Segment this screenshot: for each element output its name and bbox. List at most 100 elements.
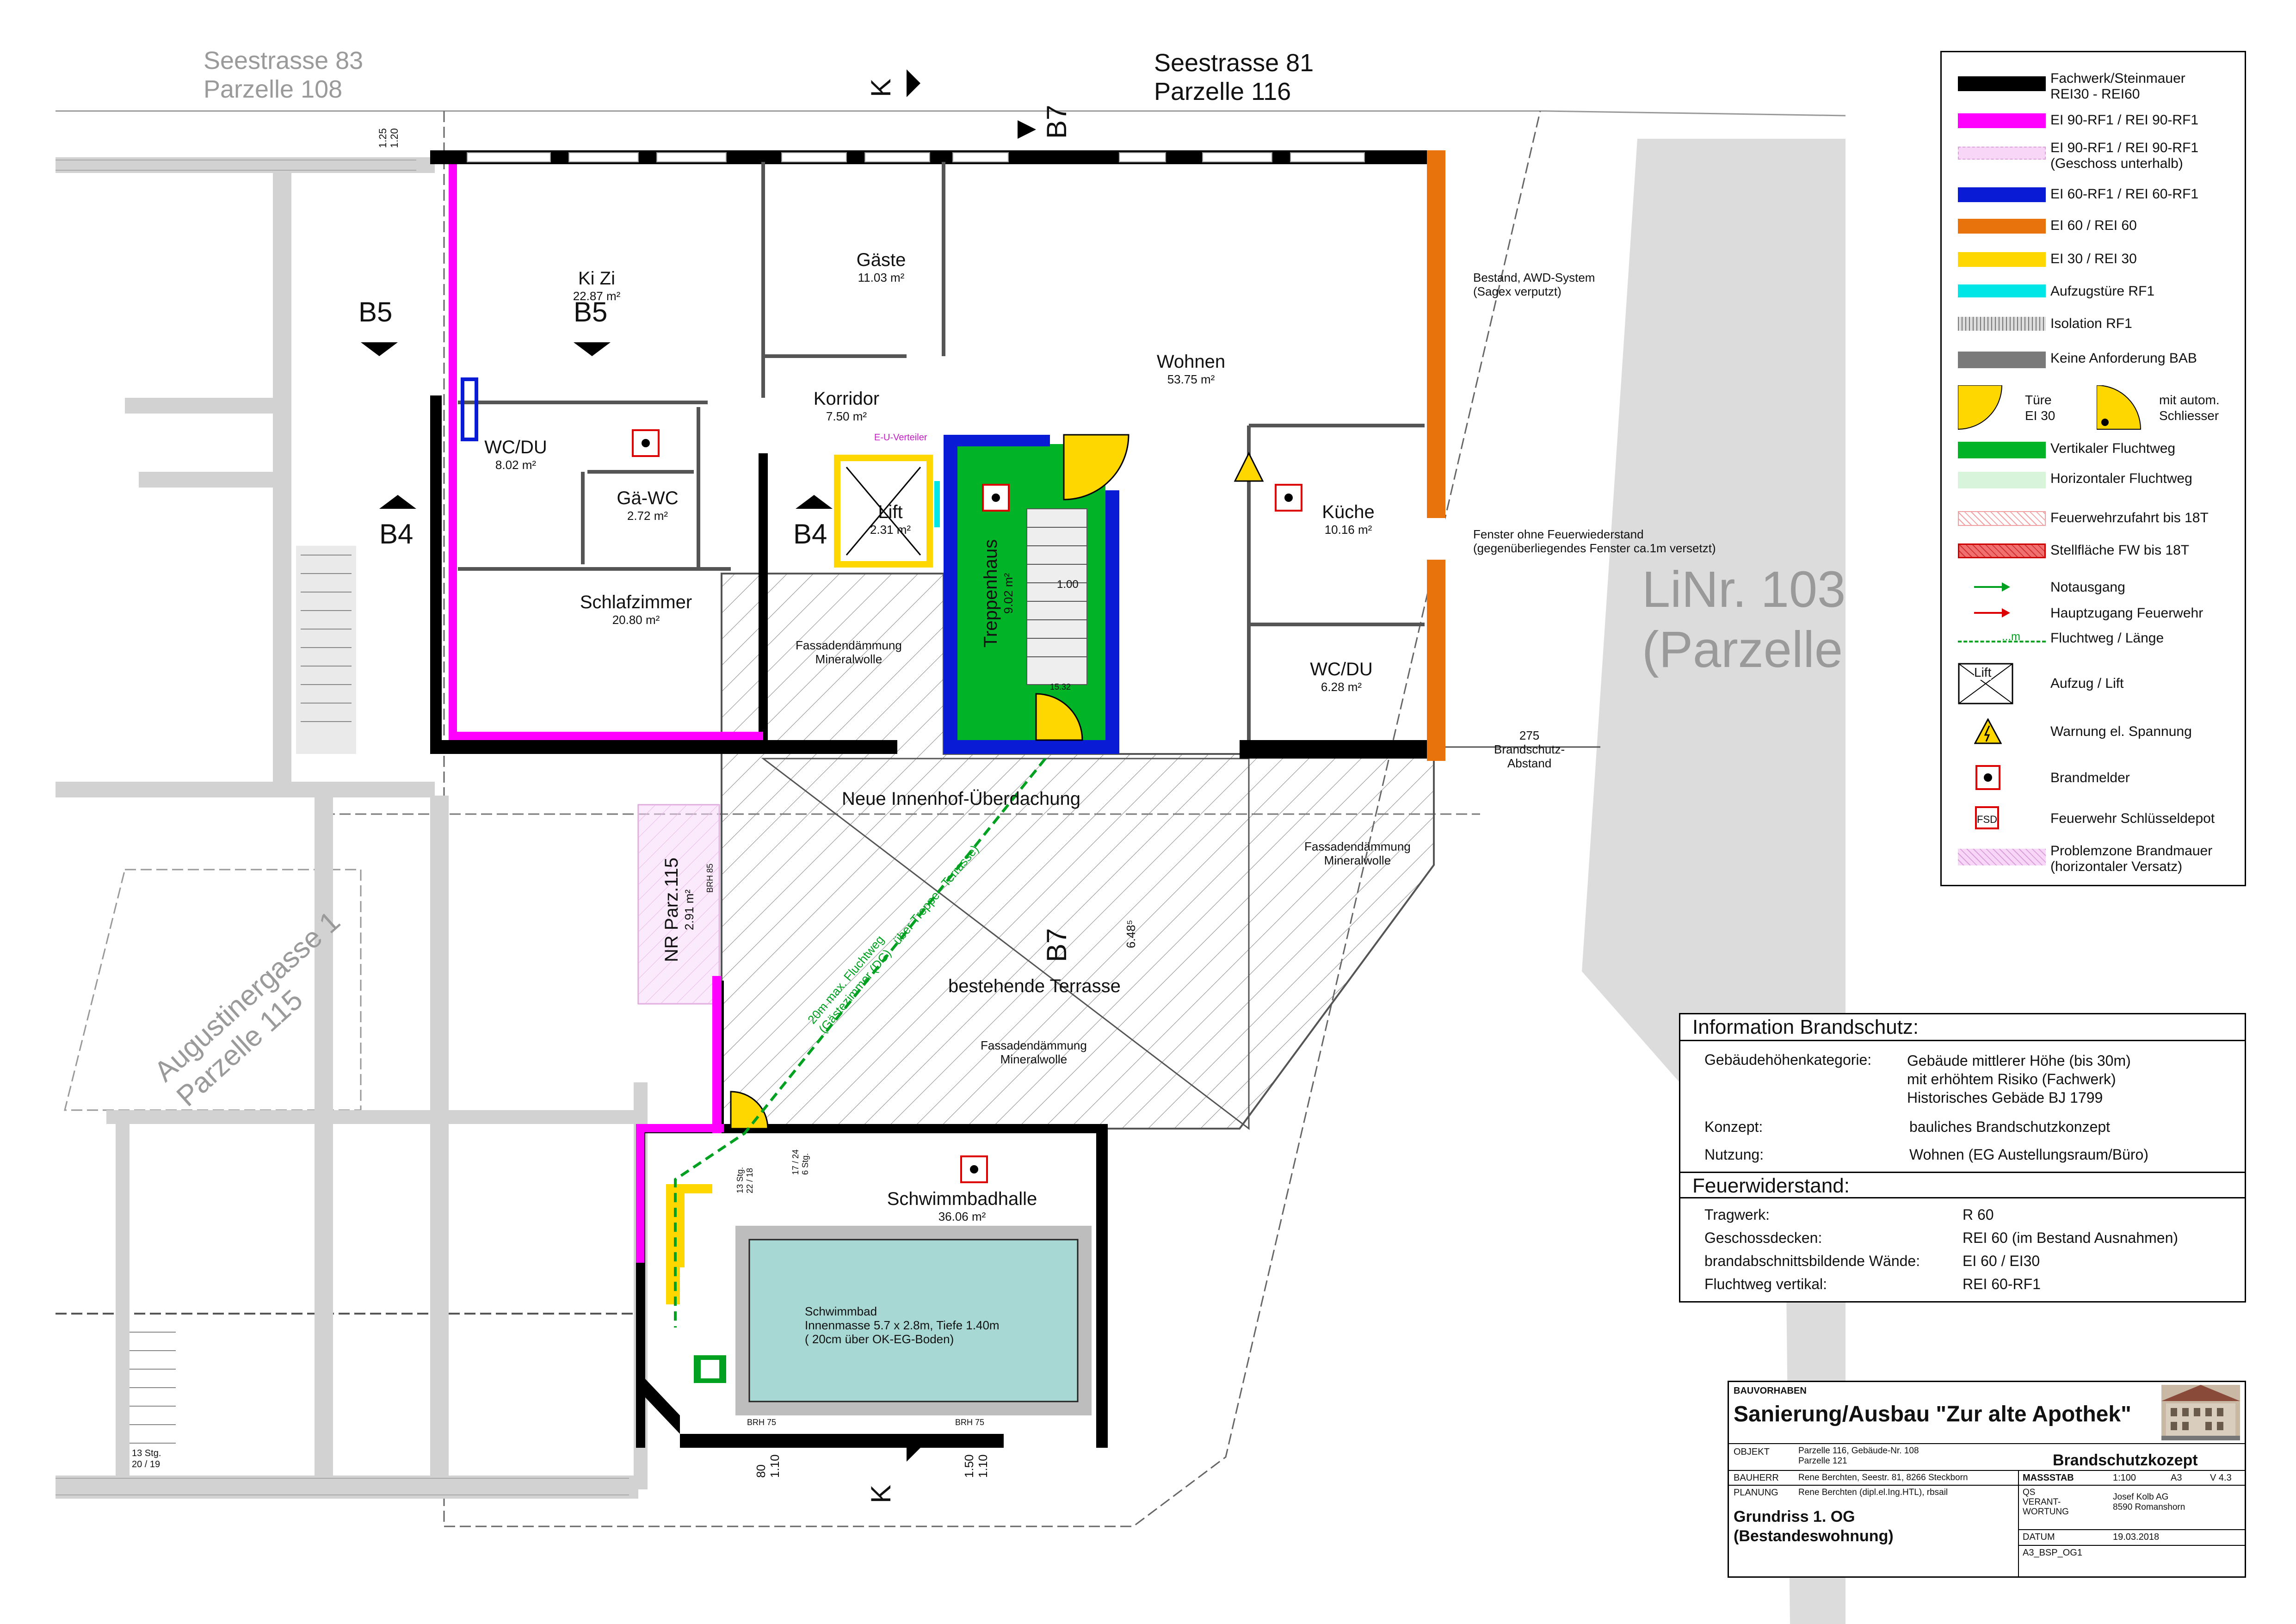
tb-konzept-title: Brandschutzkozept [2053,1451,2198,1469]
legend-item-isolation: Isolation RF1 [1942,316,2245,344]
section-mark-b4-mid: B4 [793,519,827,550]
door-ei30-stair [1035,693,1083,741]
legend-schliesser: Schliesser [2159,408,2219,423]
note-fassade-2a: Fassadendämmung [1304,840,1411,853]
room-area: 7.50 m² [826,409,867,423]
note-fassade-3a: Fassadendämmung [981,1038,1087,1052]
legend-label: Horizontaler Fluchtweg [2050,471,2192,486]
legend-item-notausgang: Notausgang [1942,580,2245,607]
room-area: 2.91 m² [682,889,696,931]
room-schlafzimmer: Schlafzimmer 20.80 m² [580,592,748,627]
legend-item-fsd: FSD Feuerwehr Schlüsseldepot [1942,806,2245,834]
arrow-green-icon [1974,582,2010,592]
fsd-icon: FSD [1975,806,1999,829]
legend-swatch [1958,442,2046,458]
info-gdecken: REI 60 (im Bestand Ausnahmen) [1963,1229,2179,1246]
room-area: 10.16 m² [1324,523,1372,537]
stair-note-mid: 17 / 24 6 Stg. [791,1149,810,1175]
stair-note-left: 13 Stg. 20 / 19 [132,1448,161,1470]
dim-120: 1.20 [389,128,400,148]
legend-swatch [1958,252,2046,267]
legend-item-aufzug: Lift Aufzug / Lift [1942,663,2245,704]
room-area: 11.03 m² [858,271,905,284]
info-nutzung-label: Nutzung: [1704,1146,1764,1163]
egress-path [674,758,1047,1328]
legend-item-ei60: EI 60 / REI 60 [1942,218,2245,246]
room-korridor: Korridor 7.50 m² [814,389,912,424]
tb-massstab-label: MASSSTAB [2023,1473,2074,1483]
room-area: 53.75 m² [1167,372,1215,386]
legend-swatch [1958,113,2046,128]
legend-label: EI 30 / REI 30 [2050,251,2137,266]
legend-item-horizontal: Horizontaler Fluchtweg [1942,471,2245,499]
section-markers [361,69,1036,1462]
left-neighbour-window-strip [56,160,629,1495]
room-name: Wohnen [1156,352,1226,372]
door-ei30-icon [1958,385,2003,430]
section-mark-b7-top: B7 [1041,105,1072,139]
note-fassade-1: Fassadendämmung Mineralwolle [796,638,902,666]
note-fassade-2: Fassadendämmung Mineralwolle [1304,840,1411,867]
tb-objekt-1: Parzelle 116, Gebäude-Nr. 108 [1798,1446,1919,1456]
dim-80: 80 [754,1464,768,1478]
info-fvert: REI 60-RF1 [1963,1276,2041,1292]
info-nutzung: Wohnen (EG Austellungsraum/Büro) [1909,1146,2148,1163]
tb-plan-2: (Bestandeswohnung) [1734,1527,1894,1545]
stair-note-mid-1: 17 / 24 [791,1149,800,1175]
smoke-detector-icons [632,429,1302,1183]
legend-label: Fluchtweg / Länge [2050,630,2164,646]
tb-format: A3 [2171,1473,2182,1483]
dim-110-a: 1.10 [768,1454,782,1478]
legend-item-keine: Keine Anforderung BAB [1942,351,2245,378]
room-name: WC/DU [484,437,547,457]
stair-note-left-1: 13 Stg. [132,1448,161,1458]
linr-text: LiNr. 103 [1642,561,1846,618]
info-gdecken-label: Geschossdecken: [1704,1229,1822,1246]
info-konzept-label: Konzept: [1704,1118,1763,1135]
door-ei30-pool [730,1091,769,1130]
info-konzept: bauliches Brandschutzkonzept [1909,1118,2111,1135]
parcel-label-116: Parzelle 116 [1154,78,1291,105]
dim-125: 1.25 [377,128,389,148]
info-gk-label: Gebäudehöhenkategorie: [1704,1051,1872,1068]
tb-planung-label: PLANUNG [1734,1488,1778,1498]
label-terrasse: bestehende Terrasse [948,976,1121,996]
legend-swatch [1958,284,2046,297]
legend-label: Feuerwehr Schlüsseldepot [2050,811,2215,826]
warning-icon [1974,718,2002,744]
tb-plan-nr: A3_BSP_OG1 [2023,1548,2082,1558]
room-gaewc: Gä-WC 2.72 m² [617,488,709,523]
legend-swatch [1958,147,2046,160]
door-ei30 [1063,434,1129,500]
linr-label: LiNr. 103 (Parzelle [1642,560,1845,680]
room-area: 9.02 m² [1001,573,1015,614]
info-gk-values: Gebäude mittlerer Höhe (bis 30m) mit erh… [1907,1051,2131,1107]
legend-item-aufzugstuere: Aufzugstüre RF1 [1942,284,2245,311]
neighbour-parcel-right [1582,139,1845,1624]
legend-label: Vertikaler Fluchtweg [2050,441,2176,456]
info-bwaende-label: brandabschnittsbildende Wände: [1704,1253,1920,1269]
left-stair [130,555,352,1444]
room-name: NR Parz.115 [661,857,682,962]
legend-tuere: Türe [2025,393,2052,407]
stair-note-pool-2: 22 / 18 [745,1167,754,1193]
street-label-seestrasse81: Seestrasse 81 [1154,49,1314,77]
note-bestand-line1: Bestand, AWD-System [1473,271,1595,284]
label-schwimmbad: Schwimmbad Innenmasse 5.7 x 2.8m, Tiefe … [805,1304,1000,1346]
info-tragwerk-label: Tragwerk: [1704,1206,1770,1223]
note-brandschutz: 275 Brandschutz- Abstand [1494,729,1565,770]
room-name: Schlafzimmer [580,592,692,612]
info-gk-2: mit erhöhtem Risiko (Fachwerk) [1907,1071,2116,1087]
pool-stair-ei30 [666,1184,712,1267]
room-schwimmbadhalle: Schwimmbadhalle 36.06 m² [887,1189,1112,1224]
legend-item-warnung: Warnung el. Spannung [1942,718,2245,746]
legend-item-fluchtweg: ...m Fluchtweg / Länge [1942,630,2245,658]
room-area: 8.02 m² [495,458,537,472]
note-brandschutz-num: 275 [1519,729,1540,742]
label-schwimmbad-2: Innenmasse 5.7 x 2.8m, Tiefe 1.40m [805,1318,1000,1332]
